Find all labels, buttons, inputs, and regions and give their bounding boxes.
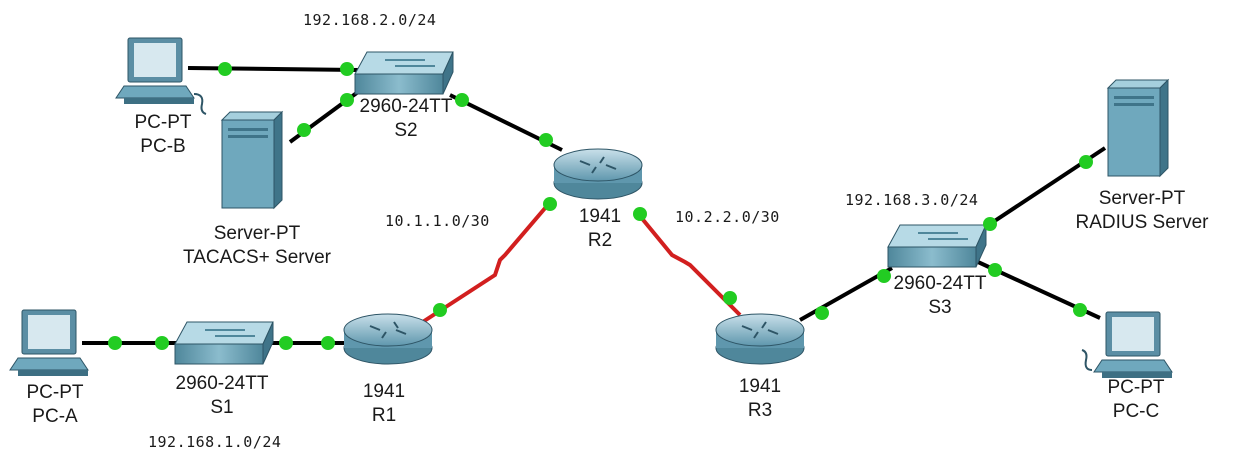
device-model-tacacs: Server-PT — [214, 223, 301, 244]
device-model-s2: 2960-24TT — [360, 96, 453, 117]
device-name-pc-b: PC-B — [140, 136, 185, 157]
device-model-r2: 1941 — [579, 206, 621, 227]
device-name-r3: R3 — [748, 400, 772, 421]
router-icon[interactable] — [553, 148, 643, 200]
device-model-radius: Server-PT — [1099, 188, 1186, 209]
link-light — [539, 133, 553, 147]
link-light — [279, 336, 293, 350]
device-name-tacacs: TACACS+ Server — [183, 247, 332, 268]
pc-icon[interactable] — [1081, 311, 1173, 378]
device-model-s1: 2960-24TT — [176, 373, 269, 394]
link-light — [433, 303, 447, 317]
link-light — [633, 207, 647, 221]
device-name-r1: R1 — [372, 405, 396, 426]
device-name-pc-a: PC-A — [32, 406, 78, 427]
link-light — [218, 62, 232, 76]
device-model-r1: 1941 — [363, 381, 405, 402]
device-name-pc-c: PC-C — [1113, 401, 1159, 422]
pc-icon[interactable] — [9, 309, 89, 376]
router-icon[interactable] — [715, 313, 805, 365]
device-name-s2: S2 — [394, 120, 417, 141]
device-name-radius: RADIUS Server — [1075, 212, 1209, 233]
link-light — [155, 336, 169, 350]
router-icon[interactable] — [343, 313, 433, 365]
link-light — [983, 217, 997, 231]
link-r2-r3-serial — [633, 208, 742, 317]
link-light — [340, 93, 354, 107]
link-r1-r2-serial — [416, 198, 554, 327]
device-name-s3: S3 — [928, 297, 951, 318]
device-model-pc-b: PC-PT — [135, 112, 192, 133]
link-light — [815, 306, 829, 320]
switch-icon[interactable] — [887, 224, 987, 268]
device-model-s3: 2960-24TT — [894, 273, 987, 294]
link-light — [108, 336, 122, 350]
switch-icon[interactable] — [174, 321, 274, 365]
network-label-lan-c: 192.168.3.0/24 — [845, 191, 978, 209]
network-label-wan-r2-r3: 10.2.2.0/30 — [675, 208, 780, 226]
network-label-lan-a: 192.168.1.0/24 — [148, 433, 281, 451]
switch-icon[interactable] — [354, 51, 454, 95]
network-label-wan-r1-r2: 10.1.1.0/30 — [385, 212, 490, 230]
link-light — [723, 291, 737, 305]
link-light — [321, 336, 335, 350]
device-model-r3: 1941 — [739, 376, 781, 397]
pc-icon[interactable] — [115, 37, 207, 115]
link-lights — [108, 62, 1093, 350]
device-name-r2: R2 — [588, 230, 612, 251]
device-model-pc-c: PC-PT — [1108, 377, 1165, 398]
link-light — [988, 263, 1002, 277]
link-light — [543, 197, 557, 211]
device-model-pc-a: PC-PT — [27, 382, 84, 403]
link-pcb-s2 — [187, 66, 359, 72]
server-icon[interactable] — [1106, 78, 1170, 178]
link-light — [455, 93, 469, 107]
server-icon[interactable] — [220, 110, 284, 210]
link-light — [1079, 155, 1093, 169]
link-light — [297, 123, 311, 137]
link-light — [1073, 303, 1087, 317]
link-light — [340, 62, 354, 76]
network-label-lan-b: 192.168.2.0/24 — [303, 11, 436, 29]
device-name-s1: S1 — [210, 397, 233, 418]
link-light — [877, 269, 891, 283]
